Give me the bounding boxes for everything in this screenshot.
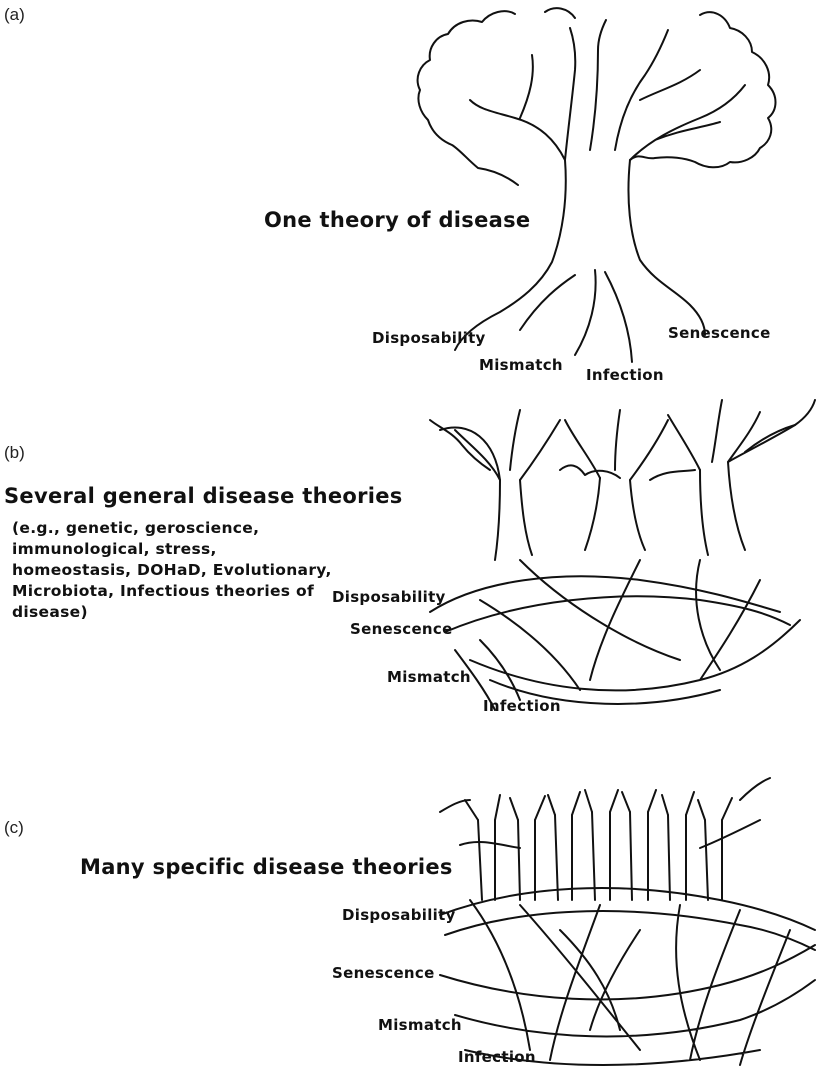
panel-b-root-infection: Infection bbox=[483, 697, 561, 715]
panel-b-branches bbox=[455, 400, 760, 480]
panel-b-trees bbox=[430, 400, 815, 710]
panel-b-root-senescence: Senescence bbox=[350, 620, 453, 638]
panel-b-root-disposability: Disposability bbox=[332, 588, 446, 606]
panel-c-trees bbox=[440, 778, 815, 1065]
panel-c-roots bbox=[440, 888, 815, 1065]
panel-b-trunks bbox=[440, 425, 795, 560]
panel-a-tree bbox=[418, 8, 776, 362]
panel-a-root-infection: Infection bbox=[586, 366, 664, 384]
panel-b-title: Several general disease theories bbox=[4, 484, 403, 508]
panel-b-note: (e.g., genetic, geroscience, immunologic… bbox=[12, 518, 332, 623]
panel-a-letter: (a) bbox=[4, 5, 25, 25]
panel-a-title: One theory of disease bbox=[264, 208, 530, 232]
panel-c-canopy bbox=[440, 778, 770, 848]
panel-b-letter: (b) bbox=[4, 443, 25, 463]
panel-c-branches bbox=[465, 790, 732, 820]
panel-c-trunks bbox=[478, 812, 722, 900]
panel-a-branches bbox=[470, 20, 745, 160]
panel-c-root-disposability: Disposability bbox=[342, 906, 456, 924]
panel-c-root-mismatch: Mismatch bbox=[378, 1016, 462, 1034]
panel-a-root-mismatch: Mismatch bbox=[479, 356, 563, 374]
panel-c-root-infection: Infection bbox=[458, 1048, 536, 1066]
panel-a-root-disposability: Disposability bbox=[372, 329, 486, 347]
panel-a-root-senescence: Senescence bbox=[668, 324, 771, 342]
panel-c-root-senescence: Senescence bbox=[332, 964, 435, 982]
panel-b-root-mismatch: Mismatch bbox=[387, 668, 471, 686]
panel-b-canopy bbox=[430, 400, 815, 480]
panel-c-title: Many specific disease theories bbox=[80, 855, 453, 879]
panel-c-letter: (c) bbox=[4, 818, 24, 838]
panel-b-roots bbox=[430, 560, 800, 710]
